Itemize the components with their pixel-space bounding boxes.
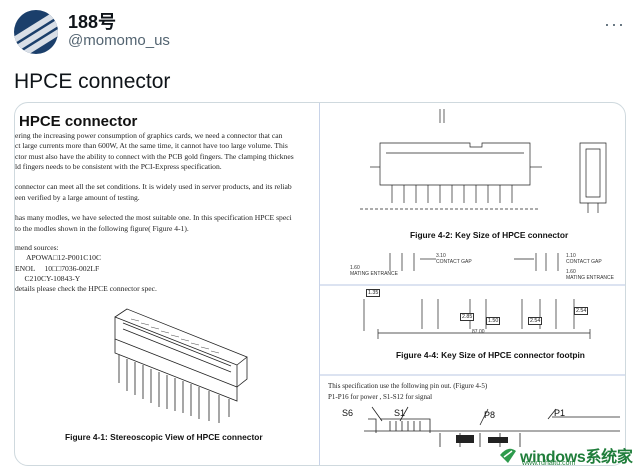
doc-left-page: HPCE connector ering the increasing powe…: [15, 103, 319, 465]
ellipsis-icon[interactable]: ···: [604, 14, 625, 34]
contact-gap-label-1: 3.10 CONTACT GAP: [436, 253, 472, 265]
mating-entrance-label-1: 1.60 MATING ENTRANCE: [350, 265, 398, 277]
watermark-text: windows系统家园: [520, 449, 633, 466]
dim-87-00: 87.00: [472, 329, 485, 335]
doc-sources: mend sources: APOWA□12-P001C10C ENOL 10□…: [15, 243, 157, 294]
dim-2-54-b: 2.54: [574, 307, 589, 315]
figure-4-4-caption: Figure 4-4: Key Size of HPCE connector f…: [396, 350, 585, 360]
pin-label-s1: S1: [394, 408, 406, 418]
contact-gap-label-2: 1.10 CONTACT GAP: [566, 253, 602, 265]
site-watermark: windows系统家园 www.ruhaitu.com: [498, 443, 638, 469]
author-handle[interactable]: @momomo_us: [68, 32, 170, 49]
doc-body: ering the increasing power consumption o…: [15, 131, 294, 233]
mating-entrance-label-2: 1.60 MATING ENTRANCE: [566, 269, 614, 281]
watermark-url: www.ruhaitu.com: [522, 460, 576, 467]
pinout-text-1: This specification use the following pin…: [328, 382, 488, 390]
pin-label-s6: S6: [342, 408, 354, 418]
doc-right-page: Figure 4-2: Key Size of HPCE connector 1…: [319, 103, 625, 465]
pin-label-p1: P1: [554, 408, 566, 418]
author-name[interactable]: 188号: [68, 12, 117, 32]
dim-2-85: 2.85: [460, 313, 475, 321]
pinout-text-2: P1-P16 for power , S1-S12 for signal: [328, 393, 433, 401]
dim-2-54-a: 2.54: [528, 317, 543, 325]
dim-1-50: 1.50: [486, 317, 501, 325]
connector-side-drawing: [320, 109, 625, 447]
post-text: HPCE connector: [14, 70, 171, 93]
pin-label-p8: P8: [484, 410, 496, 420]
figure-4-2-caption: Figure 4-2: Key Size of HPCE connector: [410, 230, 569, 240]
doc-title: HPCE connector: [19, 113, 138, 130]
dim-1-35: 1.35: [366, 289, 381, 297]
watermark-logo-icon: [500, 448, 516, 463]
connector-3d-drawing: [114, 308, 248, 423]
attached-image[interactable]: HPCE connector ering the increasing powe…: [14, 102, 626, 466]
figure-4-1-caption: Figure 4-1: Stereoscopic View of HPCE co…: [65, 432, 263, 442]
avatar[interactable]: [14, 10, 58, 54]
